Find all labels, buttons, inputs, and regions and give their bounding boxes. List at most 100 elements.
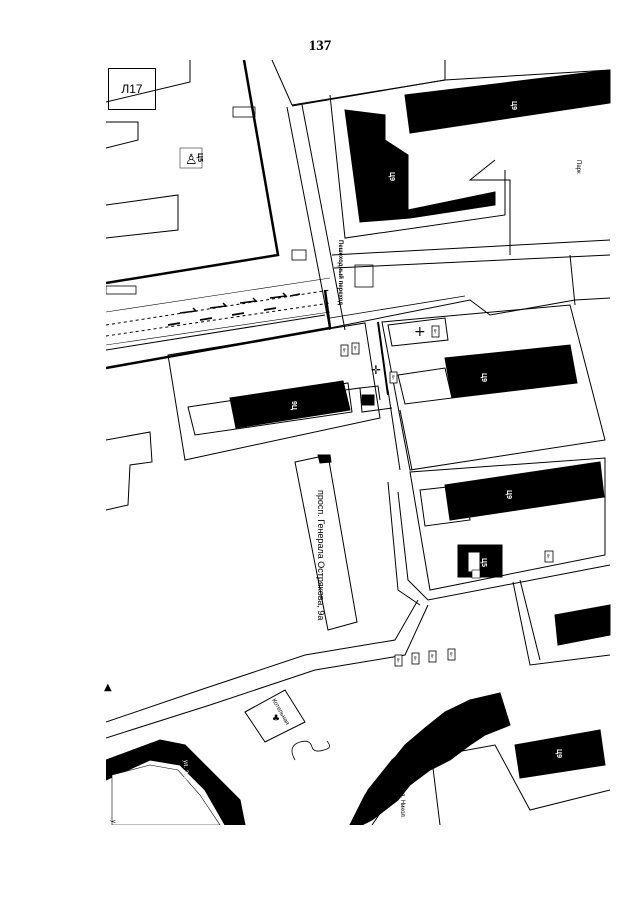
building-white <box>387 317 449 347</box>
house-tag: 6н <box>428 650 437 663</box>
small-rect <box>106 285 137 295</box>
building-white <box>111 764 221 825</box>
tree-icon: ♣ <box>272 714 280 724</box>
building-black <box>317 454 332 464</box>
building-black <box>444 461 605 521</box>
svg-text:6н: 6н <box>353 346 358 350</box>
road-line <box>569 254 576 306</box>
house-tag: 6н <box>447 648 456 661</box>
small-rect <box>232 106 256 118</box>
road-line <box>286 106 331 331</box>
block-outline <box>106 60 191 103</box>
building-black <box>344 109 496 223</box>
road-line <box>106 604 429 739</box>
road-line <box>291 69 611 107</box>
crosswalk <box>354 264 374 288</box>
svg-text:6н: 6н <box>433 329 438 333</box>
road-line <box>371 744 611 825</box>
road-line <box>574 297 611 301</box>
road-line <box>377 321 389 396</box>
road-line <box>512 581 611 666</box>
track-arrow <box>179 292 301 314</box>
house-tag: 6н <box>431 325 440 338</box>
road-line <box>399 409 413 471</box>
floor-label-north-square: Ц5 <box>196 153 203 162</box>
building-black <box>404 69 611 134</box>
block-outline <box>409 457 606 591</box>
building-black <box>229 380 351 429</box>
building-black <box>514 729 606 779</box>
road-line <box>431 759 441 825</box>
floor-label-top-corner: Ц9 <box>388 172 395 181</box>
building-black <box>106 739 246 825</box>
house-tag: 6н <box>389 371 398 384</box>
house-tag: 6н <box>394 654 403 667</box>
floor-label-small-block: Ц5 <box>480 558 487 567</box>
floor-label-middle-left: 9Ц <box>290 401 297 411</box>
house-tag: 6н <box>351 342 360 355</box>
road-line <box>106 599 419 723</box>
block-outline <box>106 431 153 511</box>
building-white <box>397 367 453 405</box>
church-cross-icon: + <box>414 324 426 340</box>
block-outline <box>167 322 381 461</box>
avenue-address-label: просп. Генерала Острякова, 9а <box>316 490 326 620</box>
road-line <box>519 579 541 661</box>
svg-text:6н: 6н <box>391 375 396 379</box>
street-left-label: ул. Зинаиды Жуко <box>182 760 188 811</box>
building-outline <box>294 454 358 631</box>
floor-label-east-row: Ц9 <box>505 490 512 499</box>
tree-icon: ♣ <box>468 556 476 566</box>
road-line <box>106 60 280 285</box>
house-tag: 6н <box>340 344 349 357</box>
svg-text:6н: 6н <box>449 652 454 656</box>
svg-text:6н: 6н <box>342 348 347 352</box>
svg-text:6н: 6н <box>396 658 401 662</box>
block-outline <box>329 94 506 239</box>
street-bottom-label: ул. Никол <box>399 790 405 817</box>
street-edge-letter: у <box>110 820 116 823</box>
pond-outline <box>291 740 330 761</box>
road-line <box>387 481 421 606</box>
svg-text:6н: 6н <box>413 656 418 660</box>
building-black <box>444 344 578 399</box>
small-rect <box>361 394 375 406</box>
pedestrian-passage-label: Пешеходный переход <box>337 240 344 305</box>
cross-icon: ✛ <box>371 363 381 377</box>
house-tag: 6н <box>544 550 554 563</box>
svg-text:♙: ♙ <box>185 152 198 168</box>
block-outline <box>106 121 139 149</box>
svg-text:6н: 6н <box>546 554 551 558</box>
svg-text:6н: 6н <box>430 654 435 658</box>
block-outline <box>381 304 606 471</box>
block-outline <box>106 194 179 239</box>
road-line <box>329 299 576 329</box>
building-black <box>349 692 511 825</box>
crosswalk <box>291 249 307 261</box>
floor-label-middle-right: Ц9 <box>480 373 487 382</box>
park-label: Парк <box>575 160 581 174</box>
rail-line <box>106 277 331 313</box>
road-line <box>397 491 611 601</box>
track-arrow <box>167 307 277 326</box>
road-line <box>387 389 401 471</box>
road-line <box>271 60 293 106</box>
road-line <box>344 387 393 413</box>
road-line <box>106 314 326 351</box>
road-line <box>331 239 611 256</box>
small-rect <box>471 569 481 579</box>
point-of-interest-icon: ♙ <box>179 147 203 169</box>
rail-line <box>106 311 331 346</box>
road-line <box>333 254 611 269</box>
road-line <box>323 289 332 329</box>
rail-line <box>106 302 331 337</box>
road-line <box>359 385 381 401</box>
floor-label-bottom-right: Ц9 <box>555 749 562 758</box>
sheet-id-box: Л17 <box>108 68 156 110</box>
road-line <box>301 104 346 331</box>
road-line <box>329 295 466 319</box>
house-tag: 6н <box>411 652 420 665</box>
block-outline <box>468 159 511 255</box>
building-outline <box>349 699 481 825</box>
